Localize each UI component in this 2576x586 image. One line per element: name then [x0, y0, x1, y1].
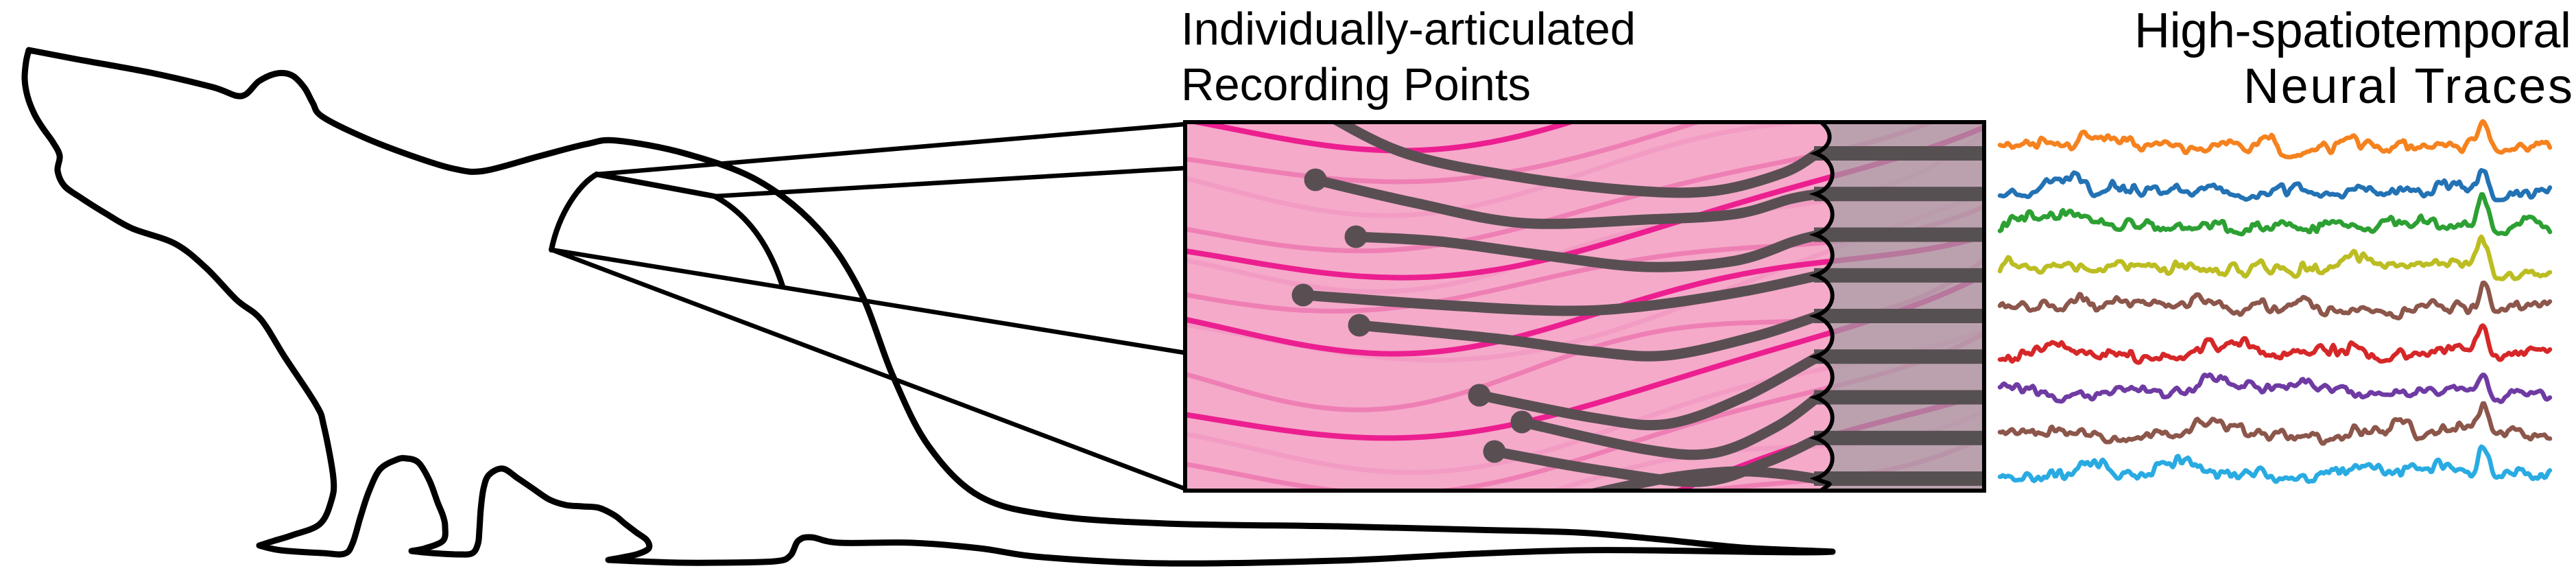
svg-text:Recording Points: Recording Points	[1181, 59, 1531, 110]
svg-text:Neural Traces: Neural Traces	[2243, 59, 2573, 114]
svg-text:Individually-articulated: Individually-articulated	[1181, 3, 1636, 55]
svg-text:High-spatiotemporal: High-spatiotemporal	[2134, 3, 2571, 58]
